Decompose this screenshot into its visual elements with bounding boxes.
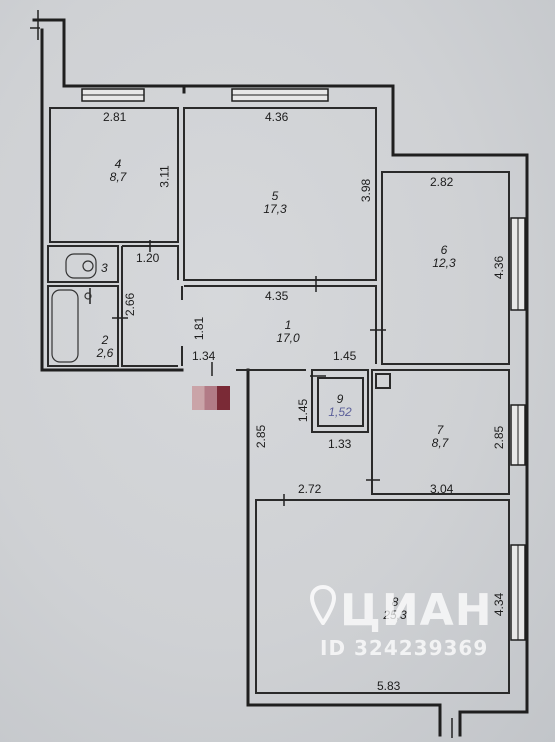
exterior-wall-top xyxy=(62,84,529,737)
exterior-wall-bottom xyxy=(246,368,442,737)
dim-closet-width: 1.33 xyxy=(328,437,352,451)
dim-bath-width: 1.20 xyxy=(136,251,160,265)
room-9-number: 9 xyxy=(336,392,344,406)
room-2-label: 2 2,6 xyxy=(75,334,135,360)
dim-r7-height: 2.85 xyxy=(492,425,507,450)
watermark-id: ID 324239369 xyxy=(320,636,489,660)
room-6-label: 6 12,3 xyxy=(414,244,474,270)
dim-r4-width: 2.81 xyxy=(103,110,127,124)
dim-r8-width: 5.83 xyxy=(377,679,401,693)
watermark-brand: ЦИАН xyxy=(340,585,493,636)
dim-corridor-width: 4.35 xyxy=(265,289,289,303)
dim-hall-1-34: 1.34 xyxy=(192,349,216,363)
room-8-number: 8 xyxy=(391,595,399,609)
bathtub-icon xyxy=(51,289,79,363)
exterior-wall-top-left xyxy=(32,18,186,94)
room-5-outline xyxy=(183,107,377,281)
dim-r6-width: 2.82 xyxy=(430,175,454,189)
dim-r8-top-right: 3.04 xyxy=(430,482,454,496)
dim-r8-height: 4.34 xyxy=(492,592,507,617)
room-4-outline xyxy=(49,107,179,243)
room-6-area: 12,3 xyxy=(432,256,456,270)
room-1-label: 1 17,0 xyxy=(258,319,318,345)
dim-hall-1-81: 1.81 xyxy=(192,316,207,341)
room-7-label: 7 8,7 xyxy=(410,424,470,450)
location-pin-icon xyxy=(310,585,336,625)
room-9-area: 1,52 xyxy=(328,405,352,419)
room-7-area: 8,7 xyxy=(431,436,449,450)
room-9-label: 9 1,52 xyxy=(310,393,370,419)
redacted-area xyxy=(192,386,230,410)
room-8-outline xyxy=(255,499,510,694)
room-2-outline xyxy=(47,285,119,367)
room-5-label: 5 17,3 xyxy=(245,190,305,216)
exterior-wall-outline xyxy=(40,28,184,372)
room-4-number: 4 xyxy=(114,157,122,171)
room-9-outline xyxy=(311,369,369,433)
room-8-label: 8 25,3 xyxy=(365,596,425,622)
room-3-number: 3 xyxy=(101,261,108,275)
room-3-outline xyxy=(47,245,119,283)
room-6-outline xyxy=(381,171,510,365)
room-5-number: 5 xyxy=(271,189,279,203)
watermark: ЦИАН ID 324239369 xyxy=(300,585,493,660)
dim-r5-height: 3.98 xyxy=(359,178,374,203)
room-1-area: 17,0 xyxy=(276,331,300,345)
room-4-label: 4 8,7 xyxy=(88,158,148,184)
dim-r6-height: 4.36 xyxy=(492,255,507,280)
room-8-area: 25,3 xyxy=(383,608,407,622)
dim-r5-width: 4.36 xyxy=(265,110,289,124)
fixtures xyxy=(51,253,97,363)
dim-r4-height: 3.11 xyxy=(157,165,172,188)
toilet-icon xyxy=(65,253,97,279)
dim-r8-top-left: 2.72 xyxy=(298,482,322,496)
room-2-number: 2 xyxy=(101,333,109,347)
dim-hall-2-85: 2.85 xyxy=(254,424,269,449)
room-4-area: 8,7 xyxy=(109,170,127,184)
room-1-number: 1 xyxy=(284,318,292,332)
dim-hall-1-45: 1.45 xyxy=(333,349,357,363)
room-7-number: 7 xyxy=(436,423,444,437)
dim-bath-height: 2.66 xyxy=(123,292,138,317)
room-6-number: 6 xyxy=(440,243,448,257)
dim-closet-height: 1.45 xyxy=(296,398,311,423)
room-5-area: 17,3 xyxy=(263,202,287,216)
room-2-area: 2,6 xyxy=(96,346,114,360)
